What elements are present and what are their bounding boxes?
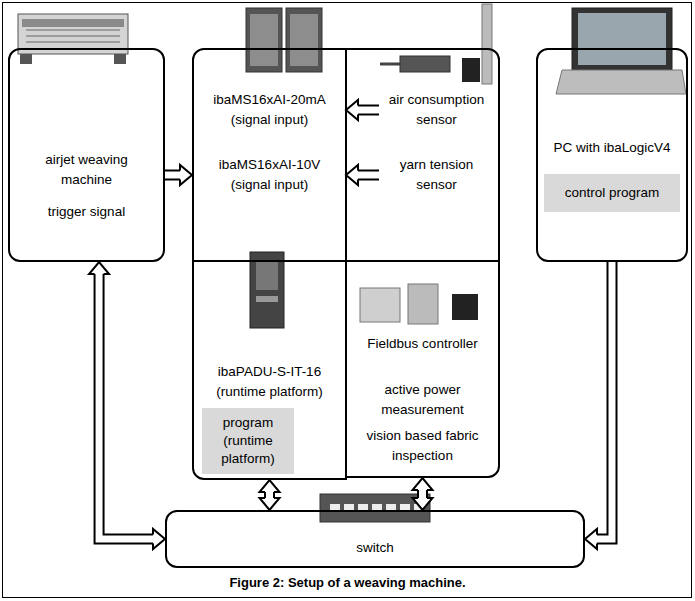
- box-label: yarn tension sensor: [385, 155, 488, 195]
- connector-inner: [266, 492, 273, 498]
- input-module-box: ibaMS16xAI-20mA (signal input) ibaMS16xAI…: [192, 48, 347, 262]
- box-label: Fieldbus controller: [353, 334, 492, 354]
- module-front: [290, 14, 318, 66]
- arrowhead-outline: [180, 165, 192, 185]
- machine-thread: [26, 36, 120, 37]
- arrowhead-fill: [180, 165, 192, 185]
- air-sensor: [400, 56, 450, 72]
- arrowhead-fill: [89, 262, 109, 274]
- connector-arrow: [165, 165, 192, 185]
- box-label: ibaPADU-S-IT-16 (runtime platform): [202, 362, 337, 402]
- arrowhead-outline: [413, 498, 433, 510]
- arrowhead-outline: [413, 478, 433, 490]
- connector-inner: [597, 262, 612, 539]
- arrowhead-fill: [346, 100, 358, 120]
- platform-front: [256, 260, 278, 290]
- figure-caption: Figure 2: Setup of a weaving machine.: [0, 574, 695, 592]
- power-meter: [408, 284, 438, 324]
- connector-arrow: [585, 262, 612, 549]
- connector-inner: [358, 107, 379, 114]
- machine-leg: [20, 54, 32, 64]
- connector-outline: [358, 105, 379, 116]
- box-label: air consumption sensor: [385, 90, 488, 130]
- sensor-cable: [380, 63, 400, 66]
- connector-outline: [358, 170, 379, 181]
- tension-sensor: [462, 58, 480, 82]
- connector-arrow: [346, 100, 379, 120]
- input-module-picture: [246, 8, 322, 72]
- arrowhead-outline: [153, 529, 165, 549]
- connector-arrow: [260, 480, 280, 510]
- pc-box: PC with ibaLogicV4 control program: [536, 48, 688, 262]
- machine-thread: [26, 42, 120, 43]
- arrowhead-fill: [413, 478, 433, 490]
- machine-leg: [114, 54, 126, 64]
- box-label: vision based fabric inspection: [353, 426, 492, 466]
- box-label: active power measurement: [353, 380, 492, 420]
- connector-arrow: [346, 165, 379, 185]
- sensor-pole: [482, 4, 492, 84]
- machine-thread: [26, 30, 120, 31]
- connector-inner: [419, 490, 426, 498]
- arrowhead-outline: [89, 262, 109, 274]
- box-label: airjet weaving machine: [18, 150, 155, 190]
- runtime-platform-picture: [250, 252, 284, 328]
- platform-housing: [250, 252, 284, 328]
- box-label: program (runtime platform): [206, 414, 290, 468]
- connector-arrow: [89, 262, 165, 549]
- fieldbus-picture: [360, 284, 478, 324]
- arrowhead-outline: [346, 100, 358, 120]
- connector-inner: [165, 172, 180, 179]
- arrowhead-fill: [585, 529, 597, 549]
- laptop-picture: [556, 8, 686, 94]
- laptop-display: [578, 13, 666, 65]
- sensor-picture: [380, 4, 492, 84]
- runtime-platform-box: ibaPADU-S-IT-16 (runtime platform) progra…: [192, 260, 347, 480]
- fieldbus-box: Fieldbus controller active power measurem…: [345, 260, 500, 478]
- arrowhead-outline: [585, 529, 597, 549]
- arrowhead-fill: [346, 165, 358, 185]
- arrowhead-fill: [260, 498, 280, 510]
- connector-outline: [597, 262, 612, 539]
- connector-inner: [358, 172, 379, 179]
- arrowhead-outline: [346, 165, 358, 185]
- box-label: trigger signal: [18, 202, 155, 222]
- box-label: PC with ibaLogicV4: [544, 138, 680, 158]
- sensor-box: air consumption sensor yarn tension senso…: [345, 48, 500, 262]
- connector-inner: [99, 274, 153, 539]
- box-label: ibaMS16xAI-10V (signal input): [202, 155, 337, 195]
- box-label: ibaMS16xAI-20mA (signal input): [202, 90, 337, 130]
- connector-outline: [165, 170, 180, 181]
- weaving-machine-picture: [18, 14, 128, 64]
- machine-box: airjet weaving machine trigger signal: [8, 48, 165, 262]
- connector-outline: [99, 274, 153, 539]
- figure-frame: [3, 3, 692, 598]
- module-front: [250, 14, 278, 66]
- module-housing: [246, 8, 282, 72]
- connector-outline: [417, 490, 428, 498]
- camera: [452, 294, 478, 320]
- arrowhead-outline: [260, 498, 280, 510]
- box-label: control program: [548, 183, 676, 203]
- machine-beam: [22, 19, 124, 27]
- module-housing: [286, 8, 322, 72]
- arrowhead-fill: [153, 529, 165, 549]
- laptop-screen: [572, 8, 672, 70]
- arrowhead-fill: [413, 498, 433, 510]
- program-band: control program: [544, 174, 680, 212]
- connector-outline: [264, 492, 275, 498]
- laptop-base: [556, 70, 686, 94]
- program-band: program (runtime platform): [202, 408, 294, 474]
- platform-port: [256, 296, 278, 302]
- arrowhead-outline: [260, 480, 280, 492]
- connector-arrow: [413, 478, 433, 510]
- box-label: switch: [175, 538, 575, 558]
- arrowhead-fill: [260, 480, 280, 492]
- fieldbus-controller: [360, 288, 400, 322]
- switch-box: switch: [165, 510, 585, 568]
